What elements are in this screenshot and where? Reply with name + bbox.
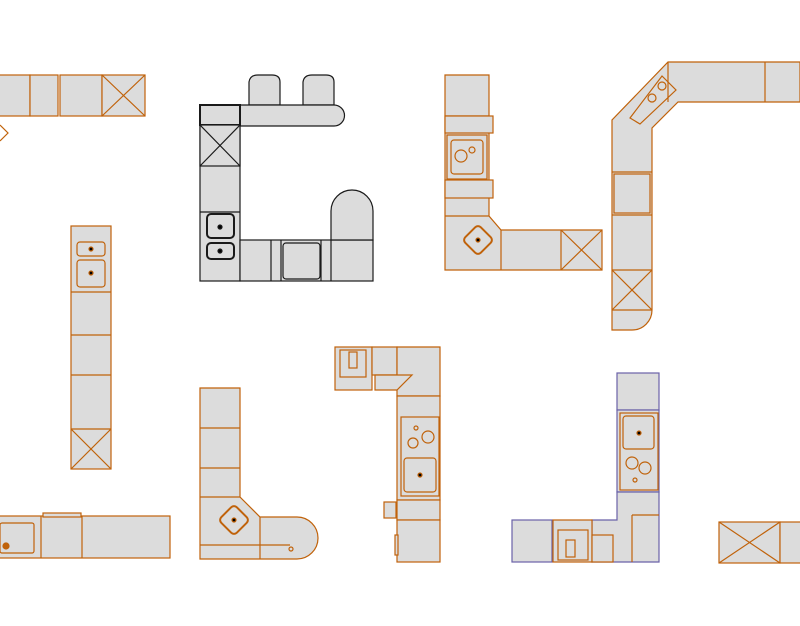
layout-straight-run-top-left <box>0 74 146 142</box>
layout-straight-run-bottom-left <box>0 512 171 559</box>
layout-l-shape-bottom <box>199 387 319 560</box>
layout-l-shape-top-middle <box>444 74 603 271</box>
layout-straight-run-vertical <box>70 225 112 470</box>
layout-l-shape-purple <box>511 372 660 563</box>
layout-u-shape-with-bar <box>199 74 374 282</box>
layout-straight-run-bottom-right <box>718 521 800 564</box>
layout-l-shape-with-sink-hob <box>334 346 441 563</box>
layout-l-shape-top-right <box>611 61 800 331</box>
bar-stool-icon <box>248 74 335 106</box>
